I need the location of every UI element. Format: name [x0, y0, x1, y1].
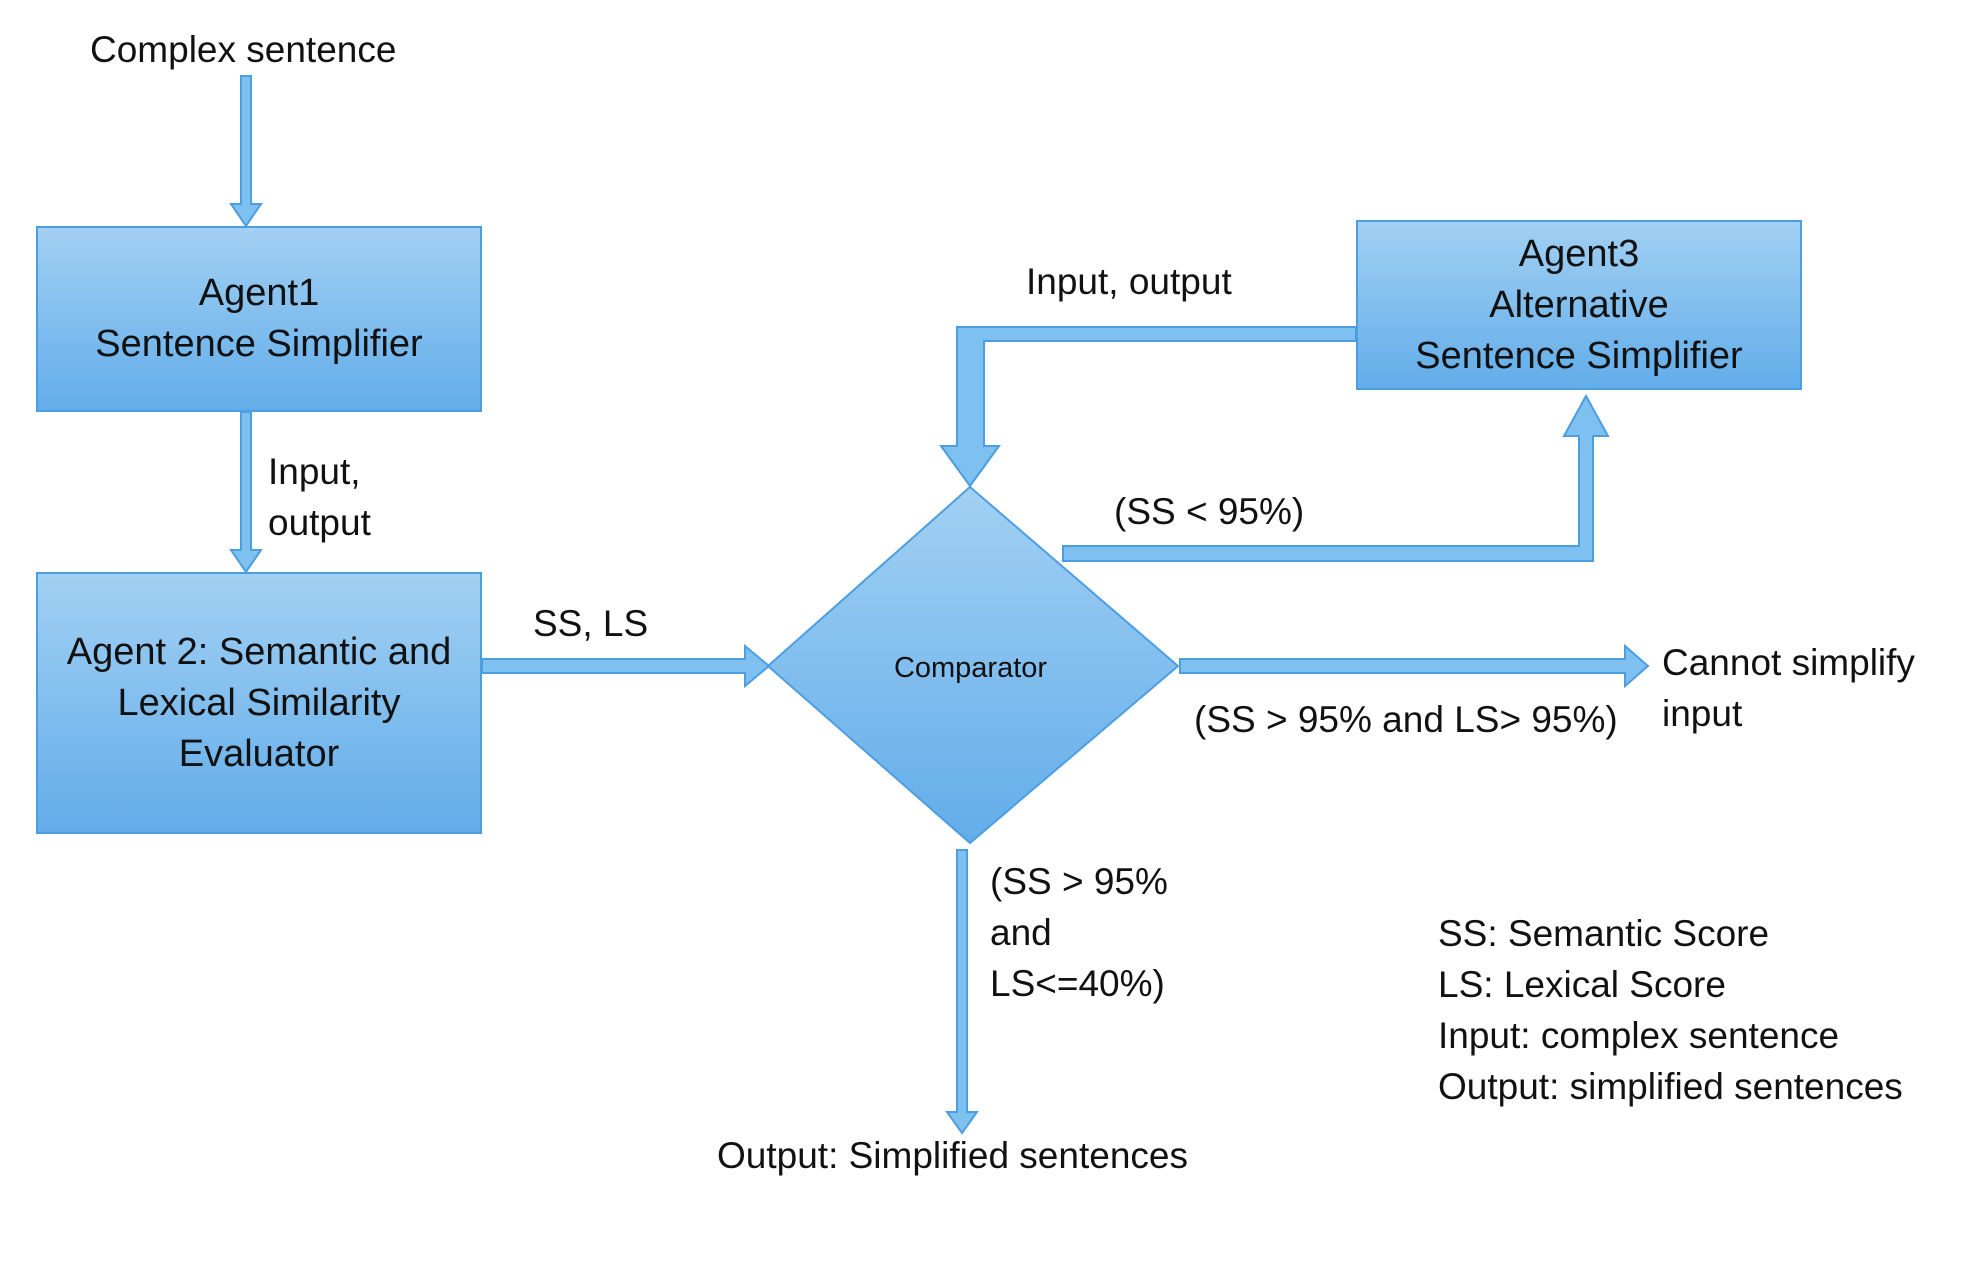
- agent1-to-agent2-label-line1: Input,: [268, 451, 361, 492]
- agent3-subtitle-line3: Sentence Simplifier: [1415, 334, 1743, 377]
- legend-item-output: Output: simplified sentences: [1438, 1066, 1903, 1107]
- cannot-simplify-label: Cannot simplify input: [1662, 637, 1915, 739]
- arrow-comparator-to-cannot-simplify: [1179, 643, 1650, 689]
- agent2-title: Agent 2: Semantic and: [66, 630, 452, 673]
- final-output-label: Output: Simplified sentences: [717, 1135, 1188, 1176]
- comparator-down-line2: and: [990, 912, 1052, 953]
- agent1-to-agent2-label-line2: output: [268, 502, 371, 543]
- legend: SS: Semantic Score LS: Lexical Score Inp…: [1438, 908, 1903, 1112]
- agent2-subtitle-line2: Lexical Similarity: [117, 681, 401, 724]
- arrow-comparator-to-agent3: [1062, 393, 1610, 562]
- comparator-to-agent3-label: (SS < 95%): [1114, 491, 1305, 532]
- cannot-simplify-line2: input: [1662, 693, 1743, 734]
- comparator-label: Comparator: [893, 652, 1048, 684]
- agent1-to-agent2-label: Input, output: [268, 446, 371, 548]
- comparator-right-label: (SS > 95% and LS> 95%): [1194, 699, 1618, 740]
- arrow-agent3-to-comparator: [939, 326, 1357, 488]
- agent2-to-comparator-label: SS, LS: [533, 603, 649, 644]
- agent2-box: Agent 2: Semantic and Lexical Similarity…: [36, 572, 482, 834]
- comparator-down-label: (SS > 95% and LS<=40%): [990, 856, 1168, 1009]
- agent3-box: Agent3 Alternative Sentence Simplifier: [1356, 220, 1802, 390]
- agent3-subtitle-line2: Alternative: [1489, 283, 1669, 326]
- comparator-down-line1: (SS > 95%: [990, 861, 1168, 902]
- agent3-title: Agent3: [1518, 232, 1640, 275]
- arrow-agent1-to-agent2: [229, 411, 263, 574]
- arrow-comparator-to-output: [945, 849, 979, 1135]
- comparator-diamond: [766, 485, 1180, 845]
- arrow-agent2-to-comparator: [481, 643, 771, 689]
- arrow-input-to-agent1: [229, 75, 263, 228]
- legend-item-ls: LS: Lexical Score: [1438, 964, 1726, 1005]
- agent3-to-comparator-label: Input, output: [1026, 261, 1232, 302]
- input-label: Complex sentence: [90, 29, 397, 70]
- comparator-down-line3: LS<=40%): [990, 963, 1165, 1004]
- agent1-title: Agent1: [198, 272, 320, 314]
- agent2-subtitle-line3: Evaluator: [178, 732, 340, 775]
- cannot-simplify-line1: Cannot simplify: [1662, 642, 1915, 683]
- legend-item-ss: SS: Semantic Score: [1438, 913, 1770, 954]
- agent1-subtitle: Sentence Simplifier: [95, 323, 423, 365]
- legend-item-input: Input: complex sentence: [1438, 1015, 1840, 1056]
- agent1-box: Agent1 Sentence Simplifier: [36, 226, 482, 412]
